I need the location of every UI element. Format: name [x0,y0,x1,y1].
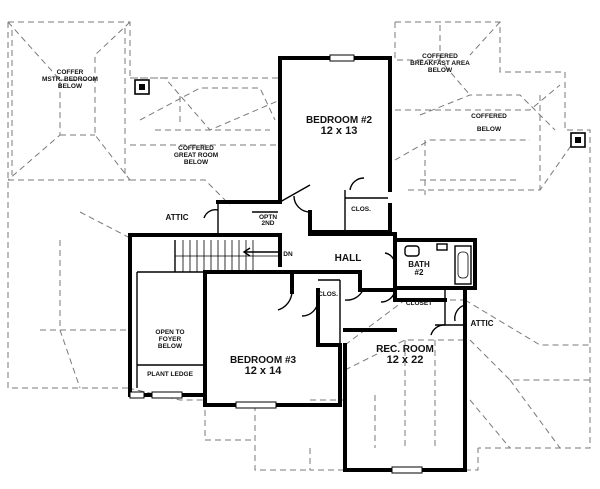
attic-left-label: ATTIC [166,213,189,222]
coffer-master-label: COFFER [57,69,84,76]
bath-label: BATH [408,260,430,269]
down-label: DN [283,251,293,258]
closet-top-label: CLOS. [351,206,371,213]
coffered-great-label: BELOW [184,159,209,166]
roof-outline [7,21,591,471]
plant-ledge-label: PLANT LEDGE [147,371,194,378]
bedroom2-name: BEDROOM #2 [306,115,373,126]
rec-room-name: REC. ROOM [376,344,434,355]
doors [203,177,466,336]
open-foyer-label: BELOW [158,343,183,350]
bedroom3-size: 12 x 14 [245,365,283,377]
open-foyer-label: OPEN TO [155,329,184,336]
bath-label: #2 [415,268,424,277]
coffered-breakfast-label: BELOW [428,67,453,74]
stairs [174,240,282,272]
coffered-great-label: GREAT ROOM [174,152,218,159]
vent-left [134,79,150,95]
bedroom3-name: BEDROOM #3 [230,355,297,366]
attic-right-label: ATTIC [471,319,494,328]
coffered-right-label: BELOW [477,126,502,133]
coffer-master-label: MSTR. BEDROOM [42,76,98,83]
hall-label: HALL [335,253,362,264]
open-foyer-label: FOYER [159,336,182,343]
closet-mid-label: CLOS. [318,291,338,298]
coffer-master-label: BELOW [58,83,83,90]
rec-room-size: 12 x 22 [387,354,424,366]
coffered-right-label: COFFERED [471,113,507,120]
closet-label: CLOSET [406,300,432,307]
bedroom2-size: 12 x 13 [321,125,358,137]
room-labels: COFFER MSTR. BEDROOM BELOW COFFERED BREA… [42,53,507,378]
small-note: OPTN [259,214,277,221]
coffered-great-label: COFFERED [178,145,214,152]
windows [129,54,423,474]
vent-right [570,132,586,148]
coffered-breakfast-label: BREAKFAST AREA [410,60,470,67]
coffered-breakfast-label: COFFERED [422,53,458,60]
small-note: 2ND [261,220,274,227]
